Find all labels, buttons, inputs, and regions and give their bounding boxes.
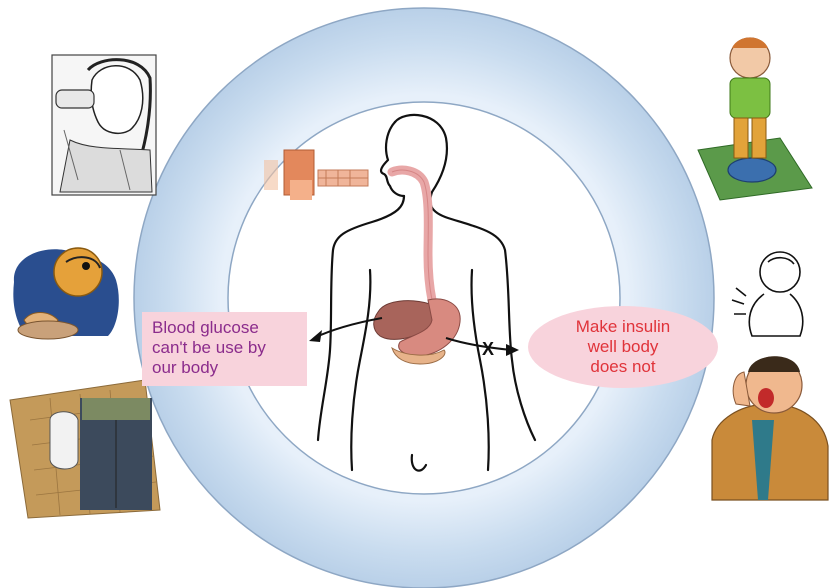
block-mark: X <box>482 339 494 359</box>
blood-glucose-label: Blood glucose can't be use by our body <box>142 312 307 386</box>
insulin-line-2: well body <box>528 337 718 357</box>
woman-drinking-illustration <box>52 55 156 195</box>
blood-glucose-line-1: Blood glucose <box>152 318 307 338</box>
insulin-line-1: Make insulin <box>528 317 718 337</box>
itching-person-illustration <box>732 252 803 336</box>
blood-glucose-line-3: our body <box>152 358 307 378</box>
insulin-line-3: does not <box>528 357 718 377</box>
insulin-label: Make insulin well body does not <box>528 306 718 388</box>
person-eating-illustration <box>13 248 118 339</box>
urination-toilet-illustration <box>10 380 160 518</box>
blood-glucose-line-2: can't be use by <box>152 338 307 358</box>
weight-loss-scale-illustration <box>698 38 812 201</box>
tired-man-yawning-illustration <box>712 356 828 500</box>
